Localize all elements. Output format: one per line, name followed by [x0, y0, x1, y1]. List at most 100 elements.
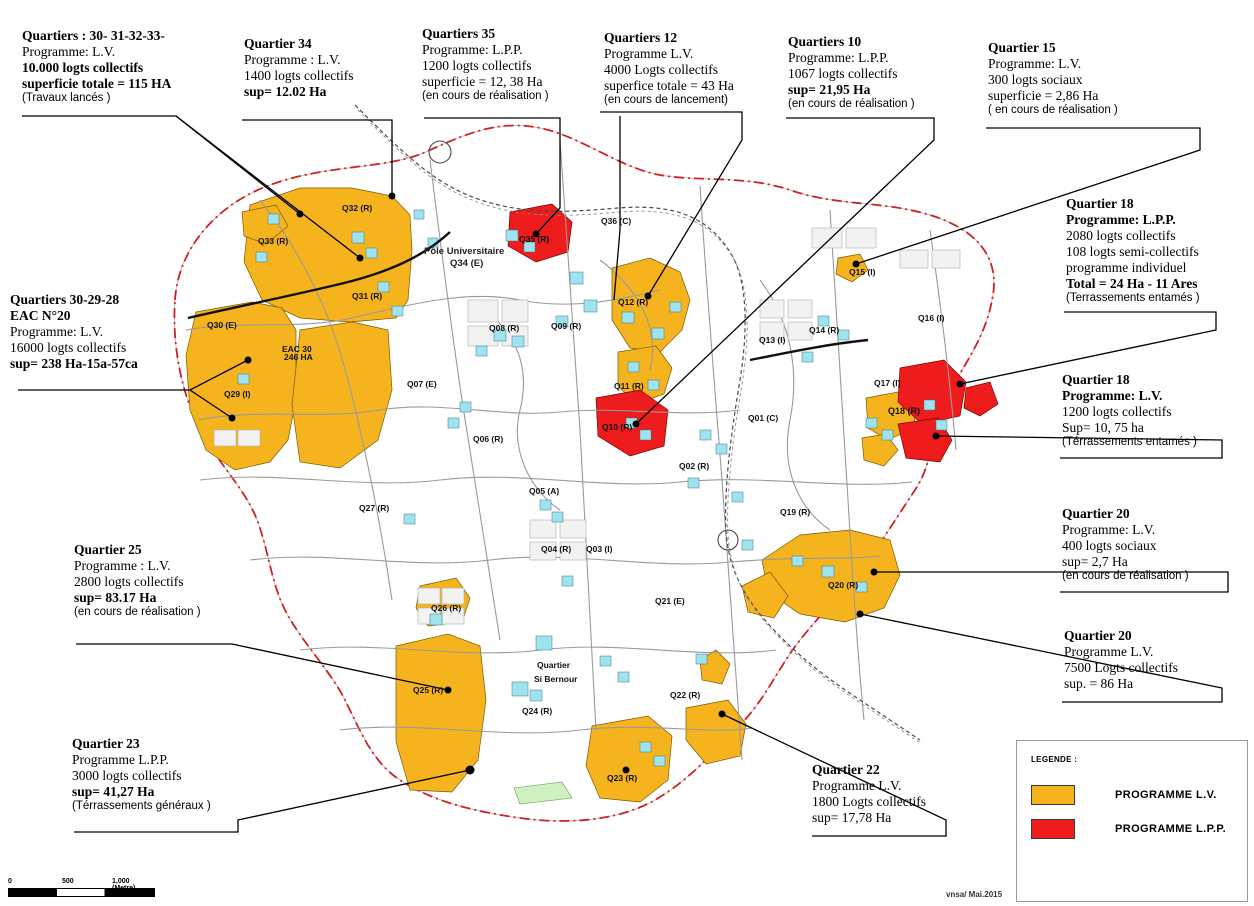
callout-line: sup= 83.17 Ha: [74, 589, 157, 605]
map-label: Q30 (E): [207, 320, 237, 330]
callout-line: Quartier 20: [1064, 628, 1132, 643]
map-label: Q11 (R): [614, 381, 644, 391]
callout-line: superfice totale = 43 Ha: [604, 77, 734, 93]
map-label: Quartier: [537, 660, 571, 670]
callout-line: Programme : L.V.: [74, 557, 171, 573]
callout-line: Programme: L.P.P.: [1066, 211, 1176, 227]
callout-line: 16000 logts collectifs: [10, 339, 127, 355]
callout-line: Quartier 25: [74, 542, 142, 557]
legend-row-lpp: PROGRAMME L.P.P.: [1031, 819, 1226, 839]
legend-title: LEGENDE :: [1031, 755, 1078, 764]
callout-line: 2800 logts collectifs: [74, 573, 184, 589]
map-label: Q35 (R): [519, 234, 550, 244]
callout-line: sup= 12.02 Ha: [244, 83, 327, 99]
map-label: Q14 (R): [809, 325, 840, 335]
callout-line: (en cours de lancement): [604, 93, 729, 106]
map-label: Q26 (R): [431, 603, 462, 613]
callout-line: Programme: L.V.: [10, 323, 104, 339]
callout-line: (en cours de réalisation ): [422, 89, 549, 102]
callout-line: 7500 Logts collectifs: [1064, 659, 1178, 675]
map-label: Q33 (R): [258, 236, 289, 246]
map-label: Q05 (A): [529, 486, 560, 496]
callout-line: EAC N°20: [10, 307, 71, 323]
callout-q30-31-32-33: Quartiers : 30- 31-32-33-Programme: L.V.…: [22, 28, 171, 105]
legend-box: LEGENDE : PROGRAMME L.V. PROGRAMME L.P.P…: [1016, 740, 1248, 902]
callout-line: Programme: L.V.: [988, 55, 1082, 71]
map-label: Q36 (C): [601, 216, 632, 226]
callout-line: Quartiers 30-29-28: [10, 292, 120, 307]
map-label: Q17 (I): [874, 378, 901, 388]
callout-line: Programme L.V.: [812, 777, 902, 793]
callout-line: (Travaux lancés ): [22, 91, 111, 104]
legend-row-lv: PROGRAMME L.V.: [1031, 785, 1217, 805]
callout-line: (en cours de réalisation ): [788, 97, 915, 110]
callout-line: Programme L.P.P.: [72, 751, 169, 767]
map-label: Q16 (I): [918, 313, 945, 323]
callout-line: ( en cours de réalisation ): [988, 103, 1118, 116]
callout-line: sup. = 86 Ha: [1064, 675, 1134, 691]
map-label: EAC 30: [282, 344, 312, 354]
callout-line: (en cours de réalisation ): [1062, 569, 1189, 582]
callout-line: (Térrassements entamés ): [1062, 435, 1197, 448]
callout-line: Total = 24 Ha - 11 Ares: [1066, 275, 1198, 291]
callout-line: 1400 logts collectifs: [244, 67, 354, 83]
map-label: Pôle Universitaire: [424, 246, 505, 257]
map-label: Q25 (R): [413, 685, 444, 695]
callout-line: 2080 logts collectifs: [1066, 227, 1176, 243]
legend-label-lpp: PROGRAMME L.P.P.: [1115, 823, 1227, 835]
callout-line: Quartier 20: [1062, 506, 1130, 521]
map-label: Q15 (I): [849, 267, 876, 277]
callout-line: Programme: L.V.: [1062, 521, 1156, 537]
callout-line: Quartiers 10: [788, 34, 862, 49]
callout-line: Quartier 34: [244, 36, 312, 51]
scale-tick-0: 0: [8, 878, 12, 885]
map-label: Q18 (R): [888, 406, 921, 416]
callout-line: 1200 logts collectifs: [1062, 403, 1172, 419]
callout-line: sup= 2,7 Ha: [1062, 553, 1128, 569]
callout-line: Quartiers 12: [604, 30, 678, 45]
map-label: Si Bernour: [534, 674, 578, 684]
callout-line: 1067 logts collectifs: [788, 65, 898, 81]
map-label: 246 HA: [284, 352, 313, 362]
callout-line: sup= 17,78 Ha: [812, 809, 892, 825]
map-label: Q13 (I): [759, 335, 786, 345]
callout-line: 300 logts sociaux: [988, 71, 1083, 87]
map-label: Q24 (R): [522, 706, 553, 716]
callout-line: Sup= 10, 75 ha: [1062, 419, 1144, 435]
map-label: Q03 (I): [586, 544, 613, 554]
scale-tick-500: 500: [62, 878, 74, 885]
callout-line: (Térrassements généraux ): [72, 799, 211, 812]
map-label: Q12 (R): [618, 297, 649, 307]
callout-line: Quartier 18: [1062, 372, 1130, 387]
callout-line: superficie = 12, 38 Ha: [422, 73, 543, 89]
scale-tick-1000: 1,000 (Metre): [112, 878, 136, 892]
callout-line: Quartier 22: [812, 762, 880, 777]
callout-line: Quartiers 35: [422, 26, 496, 41]
callout-line: sup= 238 Ha-15a-57ca: [10, 355, 138, 371]
callout-line: Programme: L.V.: [1062, 387, 1163, 403]
map-label: Q19 (R): [780, 507, 811, 517]
map-label: Q29 (I): [224, 389, 251, 399]
callout-line: sup= 21,95 Ha: [788, 81, 871, 97]
callout-line: Quartier 15: [988, 40, 1056, 55]
legend-label-lv: PROGRAMME L.V.: [1115, 789, 1217, 801]
callout-line: Quartier 23: [72, 736, 140, 751]
callout-line: 3000 logts collectifs: [72, 767, 182, 783]
callout-line: Quartier 18: [1066, 196, 1134, 211]
callout-line: Programme L.V.: [1064, 643, 1154, 659]
map-label: Q32 (R): [342, 203, 373, 213]
callout-line: superficie totale = 115 HA: [22, 75, 172, 91]
map-label: Q01 (C): [748, 413, 779, 423]
callout-line: programme individuel: [1066, 259, 1187, 275]
callout-line: Programme L.V.: [604, 45, 694, 61]
callout-line: 1800 Logts collectifs: [812, 793, 926, 809]
